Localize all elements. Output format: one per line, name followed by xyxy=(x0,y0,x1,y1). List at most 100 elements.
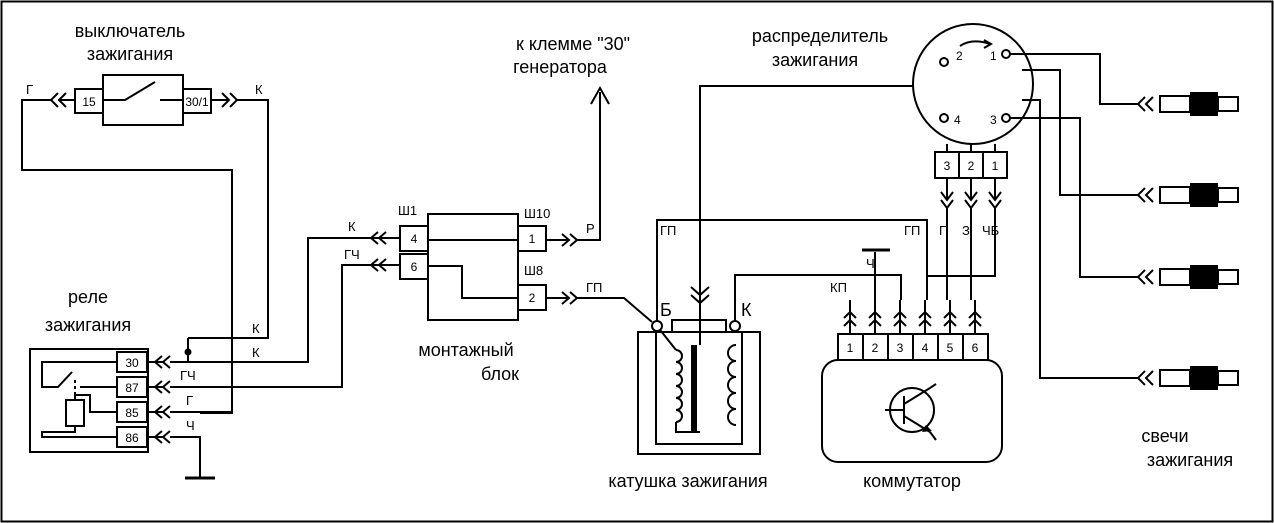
hv-lead-1 xyxy=(1010,53,1138,105)
relay-coil xyxy=(65,399,85,427)
junction-dot xyxy=(184,348,192,356)
distributor-pin-2: 2 xyxy=(956,49,963,63)
coil-terminal-b-label: Б xyxy=(660,300,672,320)
switch-contact xyxy=(103,81,156,101)
commutator: 1 2 3 4 5 6 Ч КП коммутатор xyxy=(821,248,1003,491)
relay-pin-85-label: 85 xyxy=(125,406,139,420)
distributor-pin-4: 4 xyxy=(954,113,961,127)
coil-primary-winding xyxy=(675,349,683,423)
hv-lead-4 xyxy=(1022,99,1138,379)
distributor-plug-2: 2 xyxy=(968,159,975,173)
block-pin-4 xyxy=(399,225,429,252)
wire-coil-b-comm-4 xyxy=(656,219,928,321)
ignition-switch: выключатель зажигания 15 30/1 Г К xyxy=(26,21,263,126)
switch-pin-30-1-label: 30/1 xyxy=(185,95,209,109)
wire-to-generator xyxy=(577,92,601,241)
wire-label-switch-right: К xyxy=(255,82,263,97)
commutator-body xyxy=(821,359,1003,463)
wire-relay-87-block-6 xyxy=(170,264,392,388)
commutator-pin-4: 4 xyxy=(922,341,929,355)
coil-core xyxy=(691,345,697,433)
spark-plugs-label-1: свечи xyxy=(1141,426,1188,446)
hv-lead-2 xyxy=(1022,69,1138,196)
wire-label-dist-2: З xyxy=(962,223,970,238)
block-pin-6-label: 6 xyxy=(411,260,418,274)
distributor-pin-3: 3 xyxy=(990,113,997,127)
wire-label-relay-85: Г xyxy=(186,393,193,408)
wire-label-block-4: К xyxy=(348,219,356,234)
commutator-pin-1: 1 xyxy=(847,341,854,355)
spark-plug-1 xyxy=(1136,92,1239,116)
wire-label-ground: Ч xyxy=(866,256,875,271)
connector-sh8: Ш8 xyxy=(524,263,543,278)
wire-label-relay-30-up: К xyxy=(252,321,260,336)
coil-terminal-k xyxy=(729,320,741,332)
mounting-block-label-1: монтажный xyxy=(418,340,513,360)
ignition-switch-label-1: выключатель xyxy=(75,21,186,41)
switch-pin-30-1 xyxy=(182,88,212,114)
spark-plugs-label-2: зажигания xyxy=(1147,450,1233,470)
ignition-coil: Б К катушка зажигания xyxy=(608,300,767,491)
block-pin-6 xyxy=(399,253,429,280)
switch-pin-15 xyxy=(74,88,104,114)
wire-coil-k-comm-3 xyxy=(734,274,902,321)
coil-terminal-k-label: К xyxy=(741,300,752,320)
connector-sh10: Ш10 xyxy=(524,206,550,221)
wire-relay-86-ground xyxy=(170,436,201,478)
coil-body xyxy=(637,331,761,455)
wire-label-block-1: Р xyxy=(586,221,595,236)
distributor-plug-1: 1 xyxy=(992,159,999,173)
wire-relay-30-block-4 xyxy=(188,237,392,363)
relay-label-1: реле xyxy=(68,287,108,307)
hv-lead-3 xyxy=(1010,117,1138,278)
ignition-relay: реле зажигания 30 87 85 86 ГЧ Г Ч xyxy=(29,287,196,453)
wire-label-relay-30: К xyxy=(252,345,260,360)
commutator-pin-2: 2 xyxy=(872,341,879,355)
spark-plug-4 xyxy=(1136,366,1239,390)
relay-pin-87-label: 87 xyxy=(125,381,139,395)
block-pin-2-label: 2 xyxy=(529,291,536,305)
spark-plug-3 xyxy=(1136,265,1239,289)
distributor-pin-1: 1 xyxy=(990,49,997,63)
wire-label-comm-1: КП xyxy=(830,280,847,295)
generator-label-2: генератора xyxy=(513,57,608,77)
wire-label-comm-4: ГП xyxy=(904,223,920,238)
rotation-arrow xyxy=(959,40,991,47)
wire-label-relay-87: ГЧ xyxy=(180,368,196,383)
wire-block-2-coil-b xyxy=(577,297,653,323)
wire-label-block-6: ГЧ xyxy=(344,247,360,262)
wire-switch-30-relay-30 xyxy=(188,99,269,339)
coil-terminal-b xyxy=(651,320,663,332)
wire-label-dist-3: П xyxy=(939,223,948,238)
relay-pin-86-label: 86 xyxy=(125,431,139,445)
generator-arrow xyxy=(590,85,610,105)
mounting-block-label-2: блок xyxy=(481,364,519,384)
distributor-label-2: зажигания xyxy=(772,50,858,70)
distributor-label-1: распределитель xyxy=(752,26,888,46)
relay-pin-30-label: 30 xyxy=(125,356,139,370)
distributor: распределитель зажигания 2 1 4 3 3 2 1 П… xyxy=(752,23,1034,238)
wire-coil-hv-distributor xyxy=(699,85,950,305)
commutator-pin-3: 3 xyxy=(897,341,904,355)
block-pin-4-label: 4 xyxy=(411,232,418,246)
wire-label-coil-feed: ГП xyxy=(660,223,676,238)
block-pin-1 xyxy=(517,225,547,252)
coil-secondary-winding xyxy=(727,344,737,426)
distributor-plug xyxy=(934,151,1008,179)
switch-pin-15-label: 15 xyxy=(82,95,96,109)
wire-label-relay-86: Ч xyxy=(186,418,195,433)
spark-plug-2 xyxy=(1136,183,1239,207)
wire-label-block-2: ГП xyxy=(586,280,602,295)
commutator-pin-5: 5 xyxy=(947,341,954,355)
mounting-block: Ш1 Ш10 Ш8 4 6 1 2 К ГЧ Р ГП монтажный бл… xyxy=(344,203,602,384)
coil-label: катушка зажигания xyxy=(608,471,767,491)
generator-label-1: к клемме "30" xyxy=(516,34,630,54)
ignition-switch-label-2: зажигания xyxy=(87,44,173,64)
wire-label-dist-1: ЧБ xyxy=(982,223,999,238)
commutator-pin-6: 6 xyxy=(972,341,979,355)
commutator-label: коммутатор xyxy=(863,471,961,491)
relay-contact xyxy=(41,361,117,388)
distributor-plug-3: 3 xyxy=(944,159,951,173)
